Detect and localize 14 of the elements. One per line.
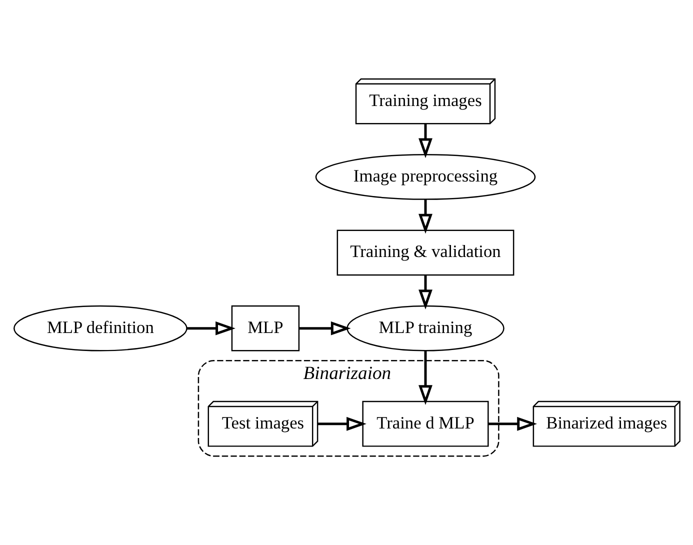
arrow: [418, 124, 432, 158]
arrow: [418, 350, 432, 406]
arrow: [418, 199, 432, 234]
arrow: [317, 416, 366, 431]
node-box: Training & validation: [336, 230, 514, 276]
node-ellipse: MLP definition: [13, 305, 187, 352]
arrow: [186, 321, 235, 336]
arrow: [298, 321, 350, 336]
arrow: [418, 275, 432, 310]
node-box: Traine d MLP: [362, 400, 488, 447]
node-ellipse: Image preprocessing: [314, 154, 536, 200]
node-ellipse: MLP training: [346, 305, 504, 352]
arrow: [488, 416, 536, 431]
node-box: MLP: [230, 305, 300, 352]
